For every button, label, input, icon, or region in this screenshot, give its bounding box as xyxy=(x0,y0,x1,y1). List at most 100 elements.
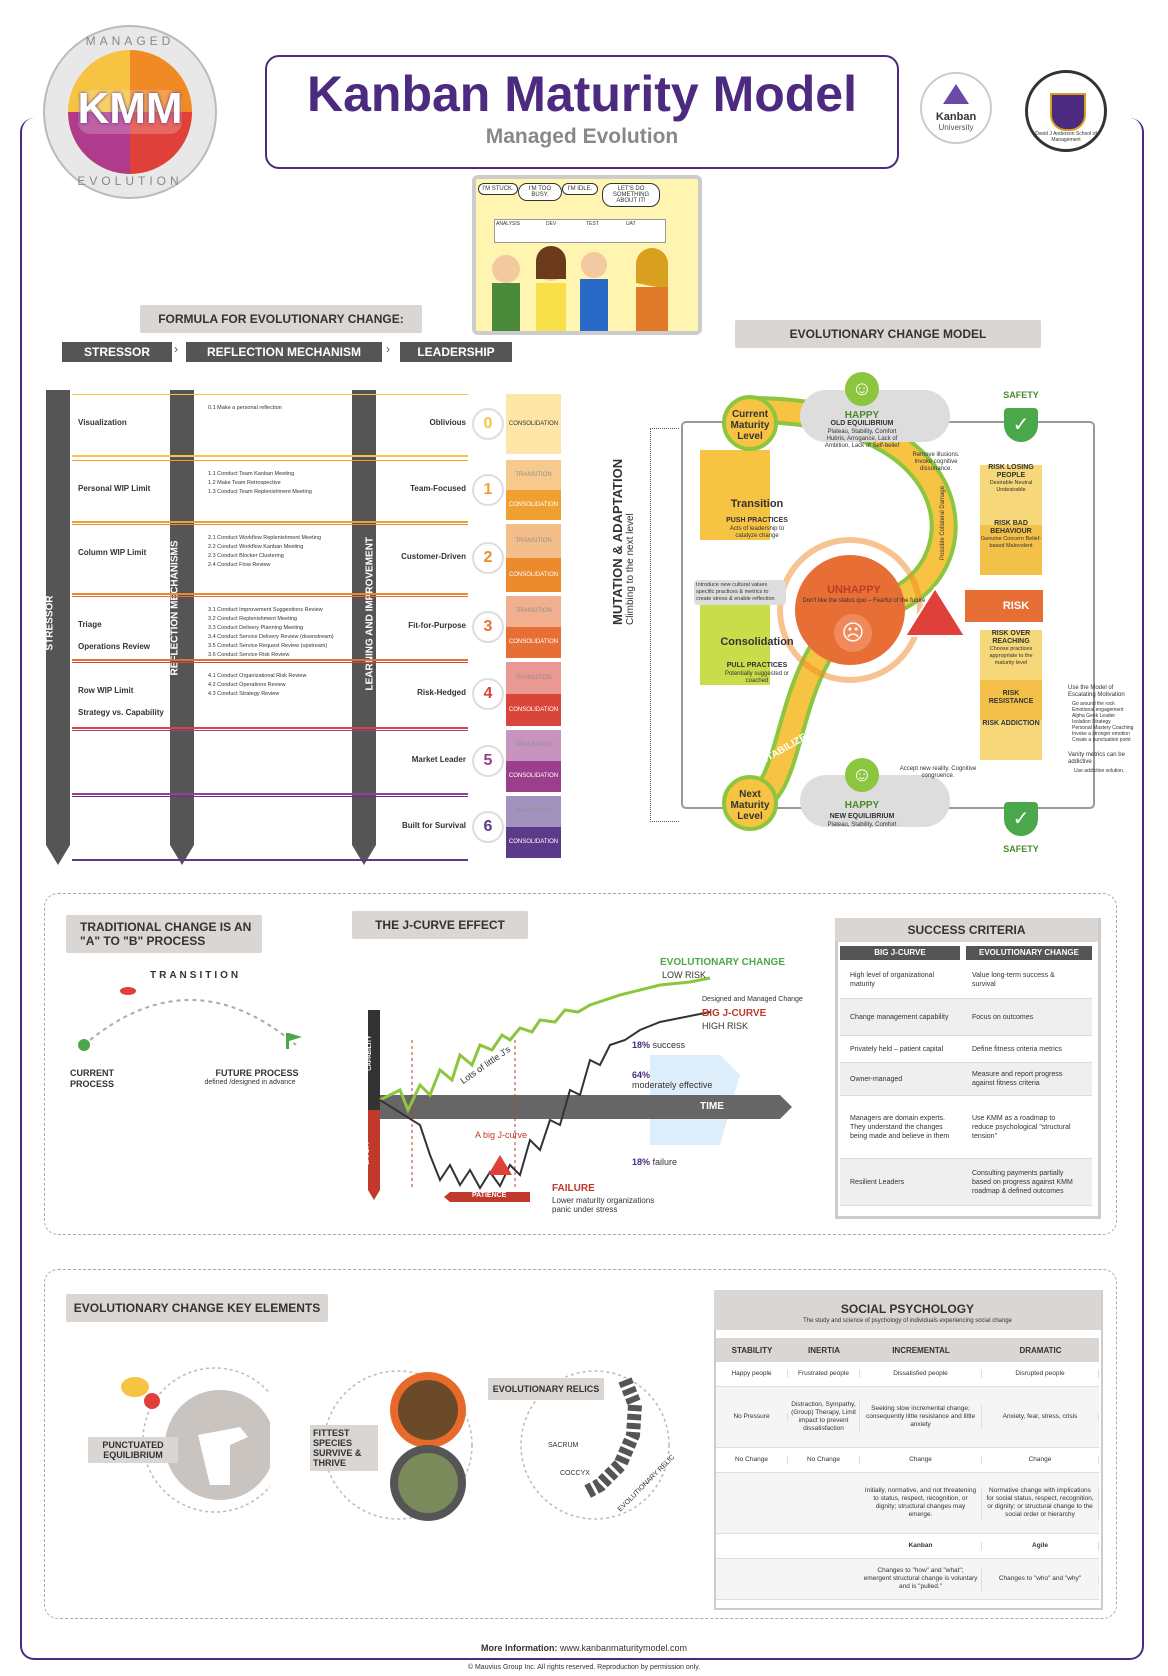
happy-label-top: HAPPY xyxy=(844,410,880,421)
traditional-title: TRADITIONAL CHANGE IS AN "A" TO "B" PROC… xyxy=(66,915,262,953)
level-number: 2 xyxy=(472,542,504,574)
social-cell: Initially, normative, and not threatenin… xyxy=(860,1487,982,1519)
consolidation-box: CONSOLIDATION xyxy=(506,627,561,658)
kmm-logo: KMM MANAGED EVOLUTION xyxy=(40,22,220,202)
practice-item: 3.1 Conduct Improvement Suggestions Revi… xyxy=(208,607,323,613)
pull-desc: Potentially suggested or coached xyxy=(724,671,790,684)
unhappy-label: UNHAPPY xyxy=(827,584,881,596)
jcurve-evo-sub: LOW RISK xyxy=(662,970,707,980)
ecm-diagram xyxy=(681,390,1095,827)
vanity-sub: Use addiction solution. xyxy=(1074,768,1125,774)
time-label: TIME xyxy=(700,1101,724,1112)
practices-cell: 0.1 Make a personal reflection xyxy=(208,404,358,413)
safety-icon-top: ✓ xyxy=(1004,408,1038,442)
success-cell: Consulting payments partially based on p… xyxy=(972,1169,1073,1195)
social-cell: Changes to "who" and "why" xyxy=(982,1575,1099,1583)
practices-cell: 3.1 Conduct Improvement Suggestions Revi… xyxy=(208,606,358,660)
safety-axis: SAFETY xyxy=(364,1141,371,1165)
transition-title: Transition xyxy=(730,498,784,510)
unhappy-face: ☹ xyxy=(834,614,872,652)
old-eq-desc: Plateau, Stability, Comfort Hubris, Arro… xyxy=(824,429,900,449)
level-row xyxy=(72,662,468,729)
social-cell: Change xyxy=(860,1456,982,1464)
level-number: 4 xyxy=(472,678,504,710)
level-number: 6 xyxy=(472,811,504,843)
transition-arc-label: TRANSITION xyxy=(150,970,242,981)
practice-item: 3.5 Conduct Service Request Review (upst… xyxy=(208,643,328,649)
level-name: Market Leader xyxy=(411,755,466,764)
col-stressor-label: STRESSOR xyxy=(44,595,56,651)
introduce-text: Introduce new cultural values specific p… xyxy=(694,580,786,605)
transition-box: TRANSITION xyxy=(506,596,561,627)
stressor-cell: Personal WIP Limit xyxy=(78,478,170,500)
formula-title: FORMULA FOR EVOLUTIONARY CHANGE: xyxy=(140,305,422,333)
punctuated-figure xyxy=(121,1367,270,1513)
level-name: Customer-Driven xyxy=(401,552,466,561)
social-cell: Disrupted people xyxy=(982,1370,1099,1378)
level-name: Risk-Hedged xyxy=(417,688,466,697)
social-cell: Anxiety, fear, stress, crisis xyxy=(982,1413,1099,1421)
speech-bubble-3: I'M IDLE. xyxy=(562,183,598,195)
consolidation-title: Consolidation xyxy=(720,636,794,648)
escalating-item: Alpha Geek Leader xyxy=(1072,713,1116,719)
practice-item: 4.2 Conduct Operations Review xyxy=(208,682,286,688)
social-header-box xyxy=(714,1290,1101,1330)
fittest-label: FITTEST SPECIES SURVIVE & THRIVE xyxy=(310,1425,378,1471)
traditional-arc xyxy=(78,987,302,1051)
capability-axis: CAPABILITY xyxy=(366,1035,373,1071)
key-title: EVOLUTIONARY CHANGE KEY ELEMENTS xyxy=(66,1294,328,1322)
risk-title: RISK ADDICTION xyxy=(982,720,1040,727)
comic-characters xyxy=(492,246,669,331)
social-row: Initially, normative, and not threatenin… xyxy=(716,1473,1099,1534)
stressor-item: Strategy vs. Capability xyxy=(78,708,164,717)
success-cell: Resilient Leaders xyxy=(850,1178,905,1186)
level-row xyxy=(72,524,468,595)
risk-title: RISK OVER REACHING xyxy=(991,630,1031,645)
social-header-cell: DRAMATIC xyxy=(1019,1345,1062,1355)
footer-copyright: © Mauvius Group Inc. All rights reserved… xyxy=(467,1664,701,1671)
level-row xyxy=(72,796,468,861)
push-practices: PUSH PRACTICES xyxy=(726,517,788,524)
stressor-item: Column WIP Limit xyxy=(78,548,147,557)
happy-label-bottom: HAPPY xyxy=(844,800,880,811)
footer-url[interactable]: www.kanbanmaturitymodel.com xyxy=(559,1643,688,1653)
stressor-cell: Column WIP Limit xyxy=(78,542,170,564)
social-header-cell: STABILITY xyxy=(731,1345,773,1355)
social-cell: Normative change with implications for s… xyxy=(982,1487,1099,1519)
failure-sub: Lower maturity organizations panic under… xyxy=(552,1196,655,1214)
stressor-item: Operations Review xyxy=(78,642,151,651)
pull-practices: PULL PRACTICES xyxy=(726,662,788,669)
speech-bubble-1: I'M STUCK. xyxy=(478,183,518,195)
jcurve-evo: EVOLUTIONARY CHANGE xyxy=(660,957,786,968)
success-row: Managers are domain experts. They unders… xyxy=(840,1096,1092,1159)
safety-label-bottom: SAFETY xyxy=(1003,844,1039,854)
consolidation-box: CONSOLIDATION xyxy=(506,394,561,454)
failure-stat: 18% failure xyxy=(632,1157,678,1167)
level-row xyxy=(72,730,468,795)
ecm-title: EVOLUTIONARY CHANGE MODEL xyxy=(735,320,1041,348)
escalating-item: Invoke a stronger emotion xyxy=(1072,731,1130,737)
happy-face-top: ☺ xyxy=(845,372,879,406)
new-eq-label: NEW EQUILIBRIUM xyxy=(829,813,895,820)
social-title: SOCIAL PSYCHOLOGY xyxy=(840,1302,975,1316)
success-cell: Managers are domain experts. They unders… xyxy=(850,1114,950,1140)
stressor-cell: Visualization xyxy=(78,412,170,434)
practice-item: 1.2 Make Team Retrospective xyxy=(208,480,281,486)
page-subtitle: Managed Evolution xyxy=(485,125,679,148)
stressor-item: Personal WIP Limit xyxy=(78,484,151,493)
practice-item: 2.3 Conduct Blocker Clustering xyxy=(208,553,284,559)
practice-item: 4.3 Conduct Strategy Review xyxy=(208,691,280,697)
social-cell: Seeking slow incremental change; consequ… xyxy=(860,1405,982,1429)
success-cell: Use KMM as a roadmap to reduce psycholog… xyxy=(972,1114,1071,1140)
jcurve-title: THE J-CURVE EFFECT xyxy=(352,911,528,939)
formula-step-reflection: REFLECTION MECHANISM xyxy=(186,342,382,362)
safety-label-top: SAFETY xyxy=(1003,390,1039,400)
practice-item: 3.6 Conduct Service Risk Review xyxy=(208,652,290,658)
